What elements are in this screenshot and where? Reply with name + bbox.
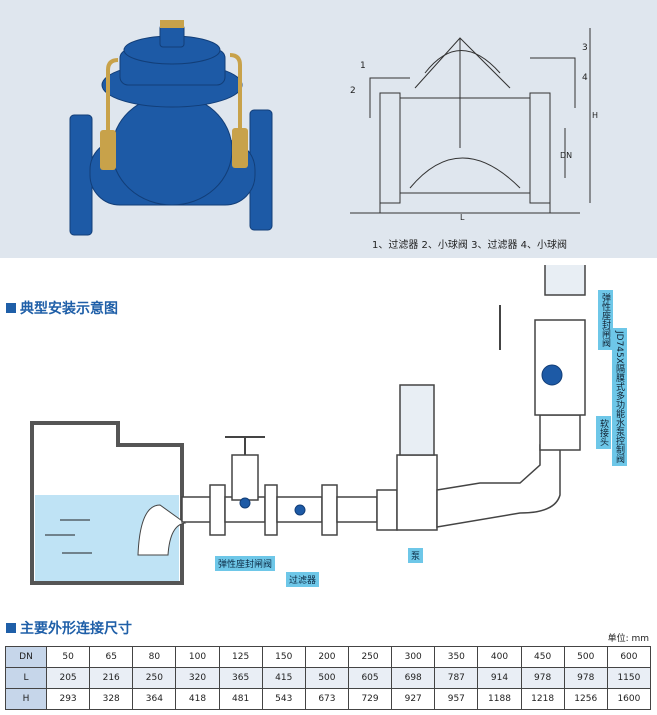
- table-cell: 300: [391, 646, 436, 668]
- table-cell: 1600: [606, 688, 652, 710]
- table-cell: 320: [175, 667, 220, 689]
- table-cell: 600: [606, 646, 652, 668]
- table-cell: 125: [218, 646, 263, 668]
- label-gate-valve: 弹性座封闸阀: [215, 556, 276, 571]
- table-cell: 80: [132, 646, 177, 668]
- dim-num-2: 2: [350, 86, 356, 96]
- dim-h: H: [592, 111, 598, 120]
- label-soft-joint: 软接头: [596, 416, 611, 449]
- row-header: DN: [5, 646, 47, 668]
- table-cell: 450: [520, 646, 565, 668]
- row-header: L: [5, 667, 47, 689]
- table-cell: 673: [304, 688, 349, 710]
- section-title: 主要外形连接尺寸: [20, 621, 132, 637]
- table-cell: 200: [304, 646, 349, 668]
- table-cell: 365: [218, 667, 263, 689]
- table-cell: 250: [347, 646, 393, 668]
- table-cell: 978: [563, 667, 608, 689]
- table-cell: 787: [434, 667, 479, 689]
- section-title: 典型安装示意图: [20, 301, 118, 317]
- installation-diagram: [30, 265, 586, 585]
- table-cell: 216: [89, 667, 134, 689]
- label-pump: 泵: [408, 548, 424, 563]
- table-cell: 500: [563, 646, 608, 668]
- table-cell: 65: [89, 646, 134, 668]
- unit-label: 单位: mm: [607, 634, 649, 644]
- dim-num-3: 3: [582, 43, 588, 53]
- table-cell: 250: [132, 667, 177, 689]
- table-cell: 1150: [606, 667, 652, 689]
- label-filter: 过滤器: [286, 572, 320, 587]
- heading-square-icon: [6, 623, 16, 633]
- table-cell: 729: [347, 688, 393, 710]
- table-cell: 500: [304, 667, 349, 689]
- table-cell: 50: [45, 646, 91, 668]
- table-cell: 328: [89, 688, 134, 710]
- table-cell: 914: [477, 667, 522, 689]
- table-cell: 927: [391, 688, 436, 710]
- table-cell: 605: [347, 667, 393, 689]
- dim-num-4: 4: [582, 73, 588, 83]
- table-cell: 205: [45, 667, 91, 689]
- table-cell: 957: [434, 688, 479, 710]
- table-cell: 978: [520, 667, 565, 689]
- table-cell: 293: [45, 688, 91, 710]
- table-cell: 418: [175, 688, 220, 710]
- table-cell: 364: [132, 688, 177, 710]
- technical-drawing: 1 2 3 4 DN H L: [350, 28, 598, 222]
- table-cell: 150: [261, 646, 306, 668]
- dim-num-1: 1: [360, 61, 366, 71]
- table-cell: 400: [477, 646, 522, 668]
- label-main-valve: JD745X隔膜式多功能水泵控制阀: [612, 328, 627, 466]
- dim-l: L: [460, 213, 465, 222]
- table-cell: 1188: [477, 688, 522, 710]
- section-heading-dimensions: 主要外形连接尺寸: [6, 618, 132, 638]
- table-cell: 100: [175, 646, 220, 668]
- table-cell: 350: [434, 646, 479, 668]
- table-cell: 1218: [520, 688, 565, 710]
- table-cell: 543: [261, 688, 306, 710]
- section-heading-installation: 典型安装示意图: [6, 298, 118, 318]
- table-cell: 698: [391, 667, 436, 689]
- table-cell: 1256: [563, 688, 608, 710]
- valve-photo: [69, 20, 273, 236]
- label-check-valve: 弹性座封闸阀: [598, 290, 613, 350]
- table-cell: 415: [261, 667, 306, 689]
- heading-square-icon: [6, 303, 16, 313]
- drawing-caption: 1、过滤器 2、小球阀 3、过滤器 4、小球阀: [372, 240, 567, 251]
- row-header: H: [5, 688, 47, 710]
- table-cell: 481: [218, 688, 263, 710]
- dim-dn: DN: [560, 151, 572, 160]
